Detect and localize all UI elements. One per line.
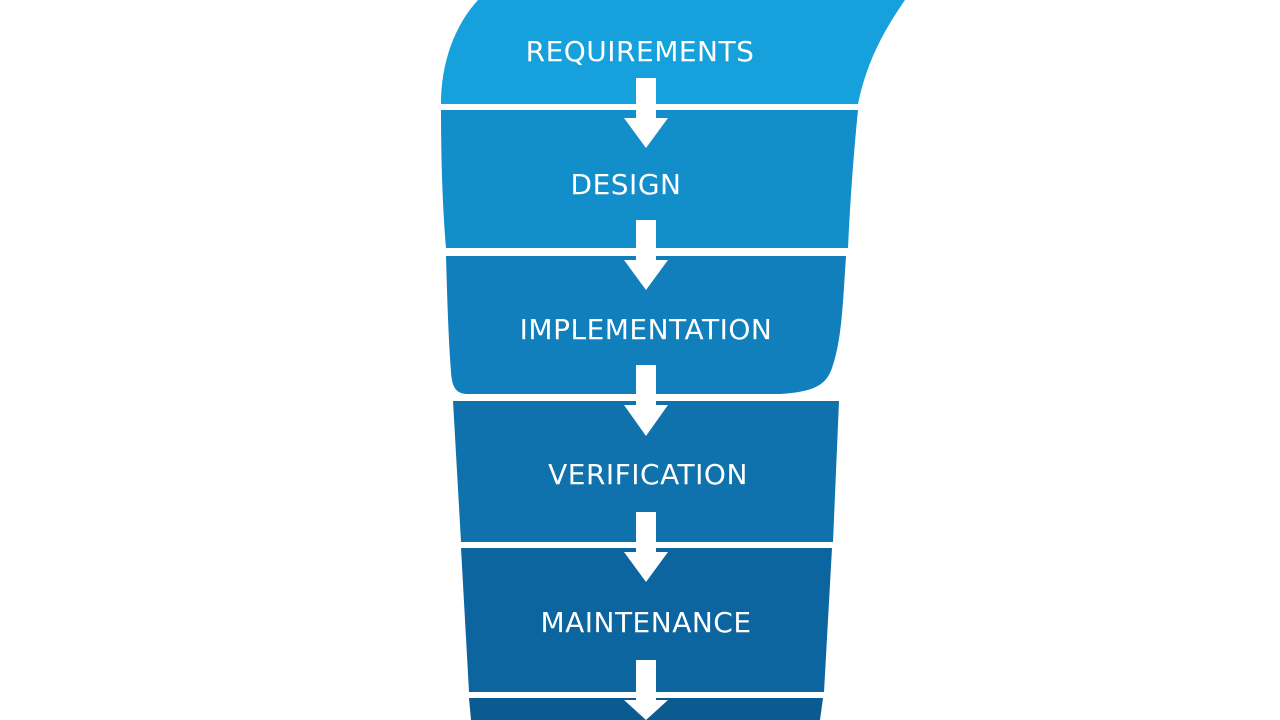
- arrow-down-icon: [624, 660, 668, 720]
- stage-implementation-label: IMPLEMENTATION: [519, 313, 773, 346]
- stage-design-label: DESIGN: [570, 168, 682, 201]
- stage-maintenance-label: MAINTENANCE: [540, 606, 752, 639]
- stage-requirements-band: [441, 0, 905, 104]
- stage-design-band: [441, 110, 858, 248]
- arrow-down-icon: [624, 78, 668, 148]
- stage-requirements-label: REQUIREMENTS: [525, 35, 755, 68]
- stage-verification-band: [453, 401, 839, 542]
- arrow-down-icon: [624, 512, 668, 582]
- arrow-down-icon: [624, 220, 668, 290]
- arrow-down-icon: [624, 365, 668, 436]
- stage-verification-label: VERIFICATION: [548, 458, 748, 491]
- stage-maintenance-band: [461, 548, 832, 692]
- stage-implementation-band: [446, 256, 846, 394]
